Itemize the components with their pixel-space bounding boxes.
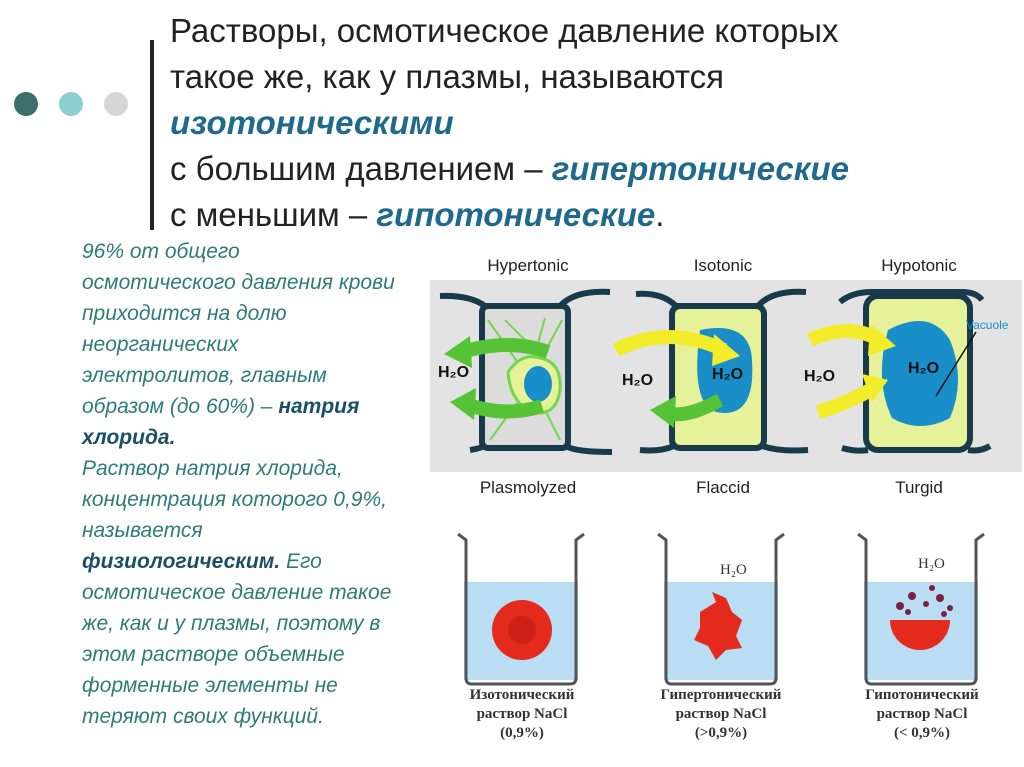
water-label-cell-2-in: H₂O — [712, 366, 743, 384]
label-flaccid: Flaccid — [648, 478, 798, 498]
beaker-3-label-line-3: (< 0,9%) — [842, 724, 1002, 743]
beaker-1-label-line-1: Изотонический — [442, 686, 602, 705]
label-turgid: Turgid — [844, 478, 994, 498]
beaker-hypertonic — [658, 534, 784, 684]
label-plasmolyzed: Plasmolyzed — [453, 478, 603, 498]
water-label-cell-2-out: H₂O — [622, 372, 653, 390]
beaker-1-label-line-3: (0,9%) — [442, 724, 602, 743]
water-label-cell-1: H₂O — [438, 364, 469, 382]
beaker-2-label-line-3: (>0,9%) — [641, 724, 801, 743]
beaker-2-water-label: H₂O — [720, 562, 747, 579]
beaker-label-hypertonic: Гипертонический раствор NaCl (>0,9%) — [641, 686, 801, 743]
beaker-label-isotonic: Изотонический раствор NaCl (0,9%) — [442, 686, 602, 743]
cell-turgid — [810, 292, 990, 451]
beaker-3-label-line-2: раствор NaCl — [842, 705, 1002, 724]
water-label-cell-3-out: H₂O — [804, 368, 835, 386]
water-label-cell-3-in: H₂O — [908, 360, 939, 378]
beaker-1-label-line-2: раствор NaCl — [442, 705, 602, 724]
beaker-3-water-label: H₂O — [918, 556, 945, 573]
beaker-3-label-line-1: Гипотонический — [842, 686, 1002, 705]
beaker-2-label-line-2: раствор NaCl — [641, 705, 801, 724]
beaker-label-hypotonic: Гипотонический раствор NaCl (< 0,9%) — [842, 686, 1002, 743]
vacuole-label: Vacuole — [966, 318, 1008, 332]
beaker-2-label-line-1: Гипертонический — [641, 686, 801, 705]
beaker-isotonic — [458, 534, 584, 684]
